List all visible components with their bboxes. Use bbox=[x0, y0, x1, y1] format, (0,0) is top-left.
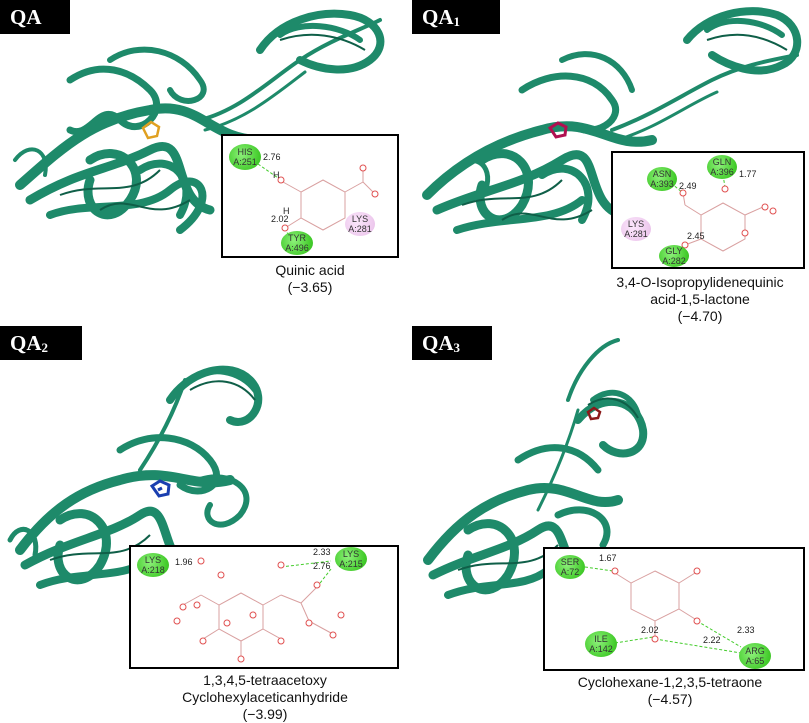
protein-ribbon-qa bbox=[13, 9, 385, 234]
distance-label: 1.96 bbox=[175, 557, 193, 567]
residue-name: ARG bbox=[745, 646, 765, 656]
panel-tag-label: QA bbox=[422, 5, 454, 29]
distance-label: 1.77 bbox=[739, 169, 757, 179]
residue-name: TYR bbox=[288, 233, 306, 243]
residue-tyr496: TYR A:496 bbox=[281, 231, 313, 255]
residue-arg65: ARG A:65 bbox=[739, 643, 771, 669]
residue-id: A:282 bbox=[662, 256, 686, 266]
residue-id: A:281 bbox=[348, 224, 372, 234]
distance-label: 2.02 bbox=[641, 625, 659, 635]
protein-ribbon-qa1 bbox=[422, 7, 802, 234]
panel-tag-qa3: QA3 bbox=[412, 326, 492, 360]
residue-id: A:215 bbox=[339, 559, 363, 569]
residue-id: A:218 bbox=[141, 565, 165, 575]
compound-name-cont: Cyclohexylaceticanhydride bbox=[182, 689, 348, 705]
residue-name: ASN bbox=[652, 169, 672, 179]
residue-id: A:251 bbox=[233, 157, 257, 167]
binding-score: (−4.57) bbox=[647, 691, 693, 707]
residue-name: ILE bbox=[594, 634, 608, 644]
residue-his251: HIS A:251 bbox=[229, 144, 261, 170]
residue-name: LYS bbox=[627, 219, 645, 229]
distance-label: 2.33 bbox=[313, 547, 331, 557]
interaction-diagram-qa2: LYS A:218 LYS A:215 1.96 2.33 2.76 bbox=[129, 545, 399, 669]
residue-id: A:72 bbox=[560, 567, 580, 577]
compound-name-cont: acid-1,5-lactone bbox=[650, 291, 750, 307]
residue-lys281: LYS A:281 bbox=[621, 217, 651, 241]
residue-name: HIS bbox=[237, 147, 253, 157]
panel-tag-sub: 2 bbox=[41, 340, 49, 355]
interaction-diagram-qa1: ASN A:393 GLN A:396 LYS A:281 GLY A:282 … bbox=[611, 151, 805, 269]
caption-qa2: 1,3,4,5-tetraacetoxy Cyclohexylaceticanh… bbox=[160, 672, 370, 723]
binding-score: (−4.70) bbox=[677, 308, 723, 324]
residue-name: LYS bbox=[351, 214, 369, 224]
interaction-diagram-qa3: SER A:72 ILE A:142 ARG A:65 1.67 2.33 2.… bbox=[543, 547, 805, 671]
compound-name: Cyclohexane-1,2,3,5-tetraone bbox=[577, 674, 763, 690]
residue-ser72: SER A:72 bbox=[555, 555, 585, 579]
caption-qa: Quinic acid (−3.65) bbox=[230, 262, 390, 296]
binding-score: (−3.99) bbox=[242, 706, 288, 722]
atom-label: H bbox=[273, 170, 280, 180]
compound-name: 1,3,4,5-tetraacetoxy bbox=[203, 672, 327, 688]
panel-tag-label: QA bbox=[422, 331, 454, 355]
compound-name: Quinic acid bbox=[275, 262, 345, 278]
distance-label: 2.45 bbox=[687, 231, 705, 241]
panel-tag-sub: 3 bbox=[453, 340, 461, 355]
residue-gly282: GLY A:282 bbox=[659, 245, 689, 267]
panel-tag-qa: QA bbox=[0, 0, 70, 34]
compound-name: 3,4-O-Isopropylidenequinic bbox=[616, 274, 784, 290]
residue-name: SER bbox=[560, 557, 580, 567]
panel-tag-qa2: QA2 bbox=[0, 326, 82, 360]
residue-lys281: LYS A:281 bbox=[345, 212, 375, 236]
panel-tag-label: QA bbox=[10, 5, 42, 29]
residue-lys215: LYS A:215 bbox=[335, 547, 367, 571]
distance-label: 2.49 bbox=[679, 181, 697, 191]
residue-id: A:65 bbox=[745, 656, 765, 666]
residue-name: LYS bbox=[144, 555, 162, 565]
residue-asn393: ASN A:393 bbox=[647, 167, 677, 191]
residue-gln396: GLN A:396 bbox=[707, 155, 737, 179]
distance-label: 2.33 bbox=[737, 625, 755, 635]
distance-label: 2.76 bbox=[313, 561, 331, 571]
residue-id: A:281 bbox=[624, 229, 648, 239]
interaction-diagram-qa: HIS A:251 LYS A:281 TYR A:496 2.76 2.02 … bbox=[221, 134, 399, 258]
residue-id: A:142 bbox=[589, 644, 613, 654]
residue-id: A:393 bbox=[650, 179, 674, 189]
distance-label: 2.22 bbox=[703, 635, 721, 645]
residue-lys218: LYS A:218 bbox=[137, 553, 169, 577]
binding-score: (−3.65) bbox=[287, 279, 333, 295]
panel-tag-sub: 1 bbox=[453, 14, 461, 29]
panel-tag-qa1: QA1 bbox=[412, 0, 500, 34]
distance-label: 2.02 bbox=[271, 214, 289, 224]
residue-name: LYS bbox=[342, 549, 360, 559]
residue-ile142: ILE A:142 bbox=[585, 631, 617, 657]
caption-qa3: Cyclohexane-1,2,3,5-tetraone (−4.57) bbox=[555, 674, 785, 708]
residue-id: A:496 bbox=[285, 243, 309, 253]
residue-id: A:396 bbox=[710, 167, 734, 177]
caption-qa1: 3,4-O-Isopropylidenequinic acid-1,5-lact… bbox=[595, 274, 805, 325]
residue-name: GLN bbox=[712, 157, 732, 167]
residue-name: GLY bbox=[665, 246, 683, 256]
panel-tag-label: QA bbox=[10, 331, 42, 355]
distance-label: 2.76 bbox=[263, 152, 281, 162]
distance-label: 1.67 bbox=[599, 553, 617, 563]
atom-label: H bbox=[283, 206, 290, 216]
